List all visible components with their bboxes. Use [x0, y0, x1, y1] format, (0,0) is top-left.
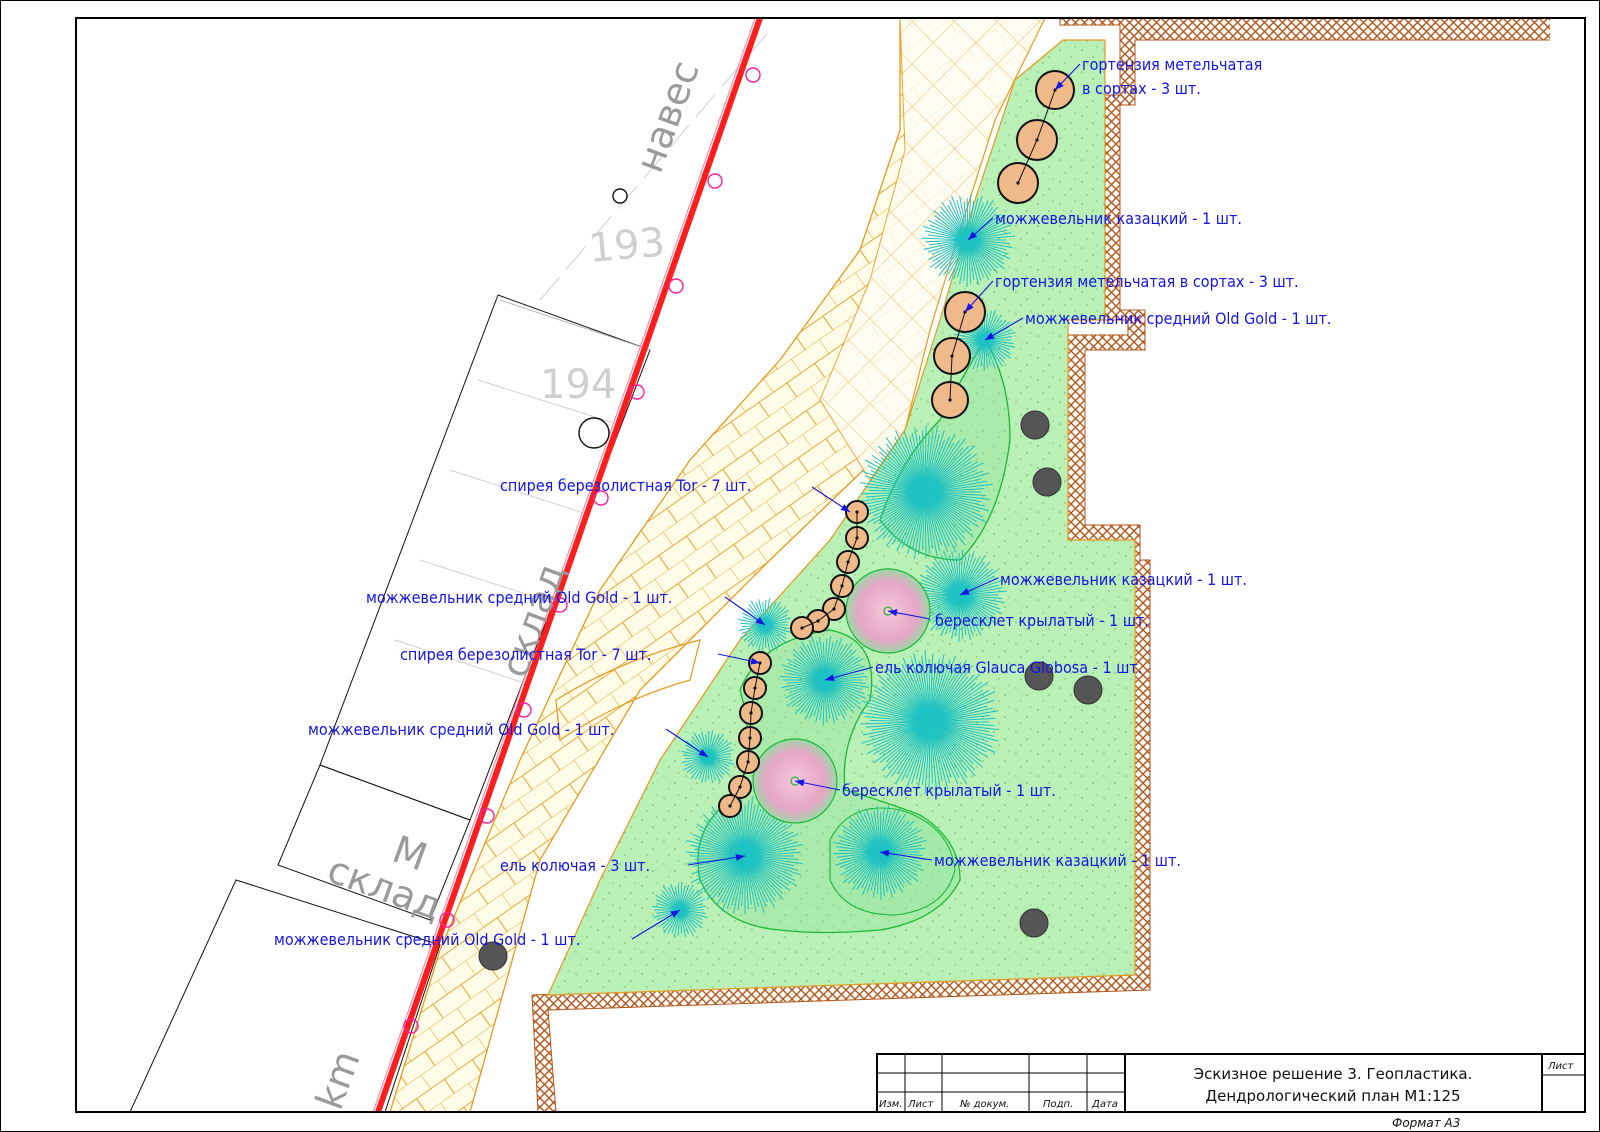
label-juniper-cossack-1: можжевельник казацкий - 1 шт. [995, 209, 1242, 228]
label-euonymus-2: бересклет крылатый - 1 шт. [842, 781, 1056, 800]
label-spruce-3: ель колючая - 3 шт. [500, 856, 650, 875]
existing-trees [478, 410, 1103, 971]
lot-number-194: 194 [540, 362, 616, 408]
label-spirea-2: спирея березолистная Tor - 7 шт. [400, 645, 651, 664]
label-spirea-1: спирея березолистная Tor - 7 шт. [500, 476, 751, 495]
leader-arrow [968, 231, 978, 240]
label-juniper-oldgold-1: можжевельник средний Old Gold - 1 шт. [1025, 309, 1331, 328]
leader-arrow [985, 332, 995, 340]
leader-line [631, 909, 681, 940]
leader-arrow [880, 849, 890, 857]
label-juniper-cossack-2: можжевельник казацкий - 1 шт. [1000, 570, 1247, 589]
conifer-plant [832, 805, 927, 901]
shrub-row-line [1017, 89, 1056, 184]
shrub-row-line [729, 662, 761, 807]
leader-arrow [670, 910, 680, 918]
label-euonymus-1: бересклет крылатый - 1 шт. [935, 611, 1149, 630]
warehouse-label-2: склад [322, 847, 448, 929]
label-juniper-oldgold-2: можжевельник средний Old Gold - 1 шт. [366, 588, 672, 607]
label-spruce-globosa: ель колючая Glauca Globosa - 1 шт. [875, 658, 1142, 677]
km-label: km [307, 1045, 369, 1116]
leader-arrow [825, 674, 835, 682]
leader-arrow [888, 609, 898, 617]
warehouse-label-1: склад [492, 557, 574, 683]
leader-arrow [755, 616, 765, 625]
label-hydrangea-1a: гортензия метельчатая [1082, 55, 1262, 74]
leader-arrow [735, 853, 745, 861]
label-hydrangea-2: гортензия метельчатая в сортах - 3 шт. [995, 272, 1299, 291]
leader-arrow [840, 504, 850, 512]
col-data: Дата [1091, 1099, 1118, 1110]
conifer-group [652, 194, 1016, 938]
col-izm: Изм. [879, 1099, 903, 1110]
building-outline-m [277, 764, 471, 921]
conifer-plant [738, 598, 792, 652]
site-boundary-line [375, 18, 763, 1112]
leader-arrow [750, 657, 760, 665]
site-boundary-offset [372, 18, 756, 1112]
conifer-plant [652, 882, 708, 938]
boundary-markers [403, 67, 761, 1034]
title-line-2: Дендрологический план М1:125 [1205, 1087, 1460, 1105]
title-line-1: Эскизное решение 3. Геопластика. [1194, 1065, 1473, 1083]
conifer-plant [859, 650, 1000, 794]
leader-arrow [1055, 81, 1064, 90]
retaining-wall-hatch [531, 18, 1550, 1112]
col-podp: Подп. [1043, 1099, 1073, 1110]
label-juniper-oldgold-3: можжевельник средний Old Gold - 1 шт. [308, 720, 614, 739]
label-leaders [631, 63, 1081, 940]
col-doc: № докум. [959, 1099, 1009, 1110]
paving-edge [555, 639, 701, 742]
drawing-frame [75, 17, 1586, 1113]
leader-arrow [795, 779, 805, 787]
conifer-plant [857, 425, 993, 560]
title-block: Изм. Лист № докум. Подп. Дата Эскизное р… [876, 1053, 1586, 1113]
building-outline-sklad [129, 879, 441, 1112]
label-juniper-cossack-3: можжевельник казацкий - 1 шт. [934, 851, 1181, 870]
leader-arrow [965, 302, 974, 312]
conifer-plant [921, 194, 1015, 288]
conifer-plant [779, 635, 869, 727]
leader-arrow [698, 749, 708, 757]
col-list: Лист [907, 1099, 935, 1110]
survey-point [612, 188, 628, 204]
label-hydrangea-1b: в сортах - 3 шт. [1082, 79, 1201, 98]
lot-number-193: 193 [587, 219, 667, 271]
conifer-plant [681, 730, 735, 784]
label-juniper-oldgold-4: можжевельник средний Old Gold - 1 шт. [274, 930, 580, 949]
shrub-row-line [801, 512, 858, 629]
dashed-line [539, 29, 771, 301]
leader-arrow [960, 588, 970, 595]
leader-line [687, 855, 746, 866]
shrub-row-line [949, 311, 966, 401]
format-label: Формат А3 [1392, 1116, 1460, 1130]
survey-point [578, 417, 610, 449]
sheet-label: Лист [1547, 1061, 1575, 1072]
